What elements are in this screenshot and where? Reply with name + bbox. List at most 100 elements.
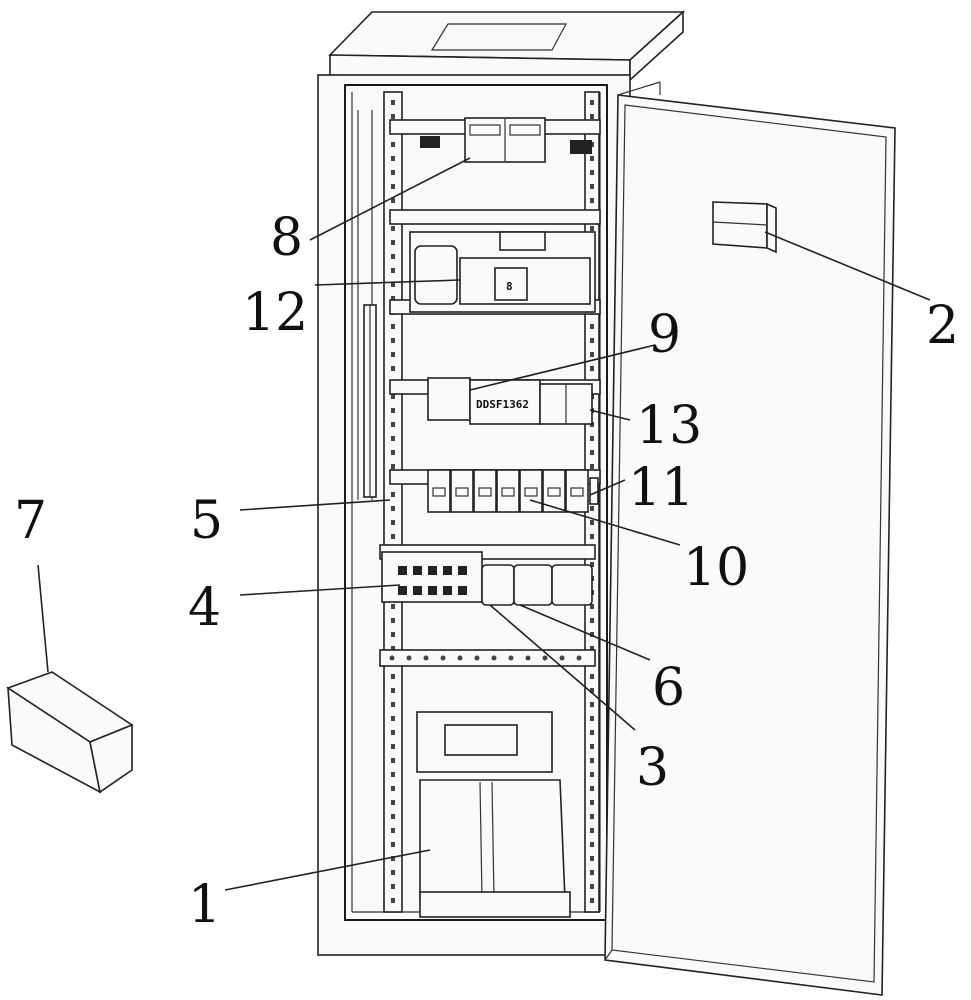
rail-screw — [457, 655, 463, 661]
rail-hole — [590, 800, 594, 805]
rail-hole — [391, 394, 395, 399]
breaker-module — [496, 469, 520, 513]
rail-hole — [391, 338, 395, 343]
terminal — [398, 586, 407, 595]
rail-hole — [590, 632, 594, 637]
terminal — [413, 586, 422, 595]
terminal-block-4 — [381, 551, 483, 603]
rail-screw — [559, 655, 565, 661]
breaker-row-8 — [420, 117, 592, 163]
breaker-module — [427, 469, 451, 513]
terminal — [398, 566, 407, 575]
rail-screw — [474, 655, 480, 661]
breaker-module — [565, 469, 589, 513]
terminal — [458, 566, 467, 575]
rail-screw — [525, 655, 531, 661]
rail-hole — [590, 324, 594, 329]
rail-hole — [590, 198, 594, 203]
callout-11: 11 — [628, 458, 694, 518]
rail-hole — [391, 520, 395, 525]
breaker-toggle — [501, 487, 515, 497]
rail-hole — [391, 870, 395, 875]
rail-hole — [391, 884, 395, 889]
rail-hole — [391, 786, 395, 791]
rail-hole — [391, 436, 395, 441]
rail-hole — [391, 632, 395, 637]
rail-hole — [590, 436, 594, 441]
rail-hole — [590, 772, 594, 777]
rail-hole — [391, 772, 395, 777]
rail-hole — [590, 618, 594, 623]
callout-12: 12 — [242, 283, 308, 343]
rail-hole — [391, 114, 395, 119]
callout-10: 10 — [683, 538, 749, 598]
relays-6 — [481, 564, 593, 606]
rail-screw — [508, 655, 514, 661]
rail-hole — [590, 170, 594, 175]
callout-9: 9 — [648, 305, 681, 365]
rail-hole — [391, 814, 395, 819]
breaker-toggle — [455, 487, 469, 497]
rail-hole — [590, 744, 594, 749]
rail-hole — [391, 450, 395, 455]
rail-screw — [389, 655, 395, 661]
terminal — [443, 566, 452, 575]
rail-hole — [391, 464, 395, 469]
rail-hole — [391, 604, 395, 609]
rail-hole — [391, 408, 395, 413]
breaker-toggle — [432, 487, 446, 497]
rail-hole — [391, 142, 395, 147]
breaker-bank-10 — [427, 469, 599, 513]
rail-hole — [590, 758, 594, 763]
rail-screw — [576, 655, 582, 661]
rail-hole — [391, 282, 395, 287]
callout-8: 8 — [270, 208, 303, 268]
rail-hole — [590, 156, 594, 161]
device-12: 8 — [409, 231, 596, 313]
callout-6: 6 — [652, 658, 685, 718]
rail-hole — [391, 842, 395, 847]
rail-screw — [406, 655, 412, 661]
rail-hole — [590, 814, 594, 819]
transformer-1 — [416, 711, 571, 918]
rail-hole — [391, 534, 395, 539]
rail-hole — [590, 184, 594, 189]
rail-hole — [391, 296, 395, 301]
breaker-module — [542, 469, 566, 513]
rail-hole — [391, 240, 395, 245]
rail-hole — [391, 702, 395, 707]
rail-hole — [391, 422, 395, 427]
door-device-2 — [712, 201, 777, 254]
rail-hole — [590, 674, 594, 679]
terminal — [428, 586, 437, 595]
device-12-display: 8 — [506, 280, 513, 293]
terminal — [428, 566, 437, 575]
rail-hole — [590, 100, 594, 105]
rail-hole — [391, 366, 395, 371]
rail-hole — [590, 114, 594, 119]
rail-hole — [391, 758, 395, 763]
rail-hole — [391, 646, 395, 651]
rail-hole — [391, 324, 395, 329]
rail-hole — [391, 352, 395, 357]
rail-hole — [590, 842, 594, 847]
rail-hole — [391, 492, 395, 497]
rail-hole — [590, 730, 594, 735]
terminal — [443, 586, 452, 595]
lower-rail-3 — [389, 655, 582, 661]
rail-hole — [391, 198, 395, 203]
rail-hole — [590, 646, 594, 651]
breaker-module — [473, 469, 497, 513]
rail-hole — [590, 506, 594, 511]
callout-labels: 8 12 2 9 13 11 7 5 10 4 6 3 1 — [14, 208, 959, 935]
terminal — [413, 566, 422, 575]
rail-hole — [590, 856, 594, 861]
cabinet-door — [604, 81, 896, 996]
rail-hole — [590, 828, 594, 833]
rail-hole — [391, 184, 395, 189]
rail-hole — [590, 786, 594, 791]
rail-screw — [440, 655, 446, 661]
breaker-toggle — [570, 487, 584, 497]
rail-hole — [590, 520, 594, 525]
breaker-toggle — [524, 487, 538, 497]
